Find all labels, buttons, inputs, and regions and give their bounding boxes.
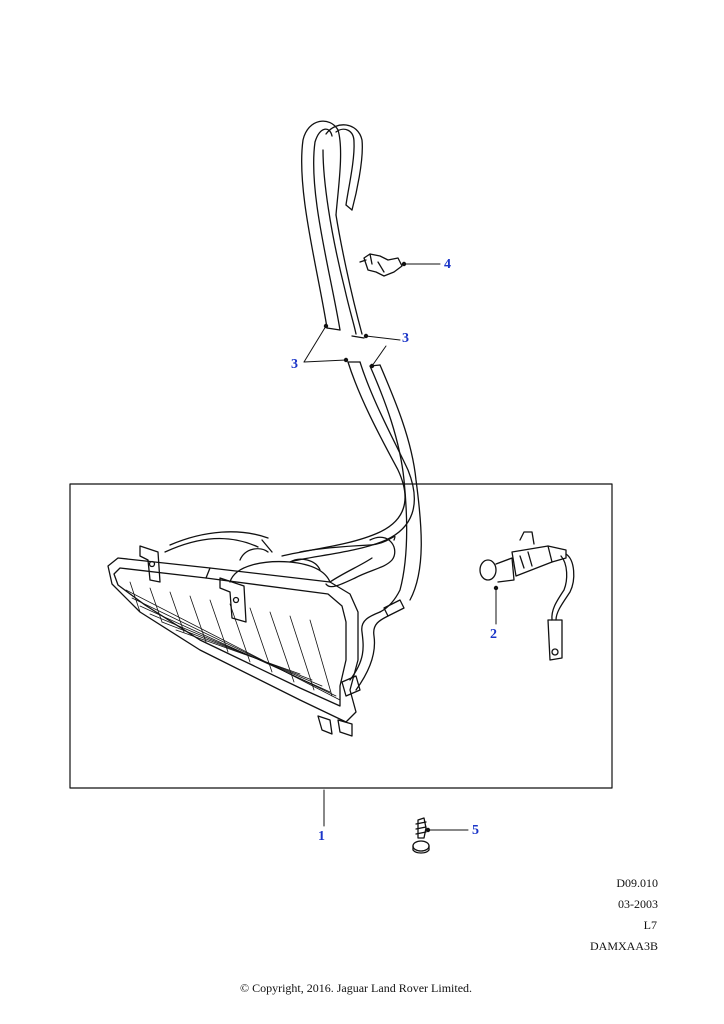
leader-lines (303, 263, 497, 831)
copyright-notice: © Copyright, 2016. Jaguar Land Rover Lim… (239, 981, 473, 995)
diagram-date: 03-2003 (618, 897, 658, 911)
diagram-ref: D09.010 (616, 876, 658, 890)
assembly-frame (69, 483, 613, 789)
callout-2[interactable]: 2 (490, 627, 497, 642)
callout-3a[interactable]: 3 (291, 357, 298, 372)
upper-hose (301, 120, 365, 339)
callout-4[interactable]: 4 (444, 257, 451, 272)
diagram-model: L7 (643, 918, 657, 932)
hose-clip (359, 253, 403, 277)
callout-5[interactable]: 5 (472, 823, 479, 838)
bulb-connector (479, 531, 575, 661)
fog-lamp-assembly (107, 545, 359, 737)
callout-3b[interactable]: 3 (402, 331, 409, 346)
diagram-code: DAMXAA3B (589, 939, 658, 953)
lower-hose (164, 361, 422, 697)
screw (412, 817, 430, 854)
callout-1[interactable]: 1 (318, 829, 325, 844)
